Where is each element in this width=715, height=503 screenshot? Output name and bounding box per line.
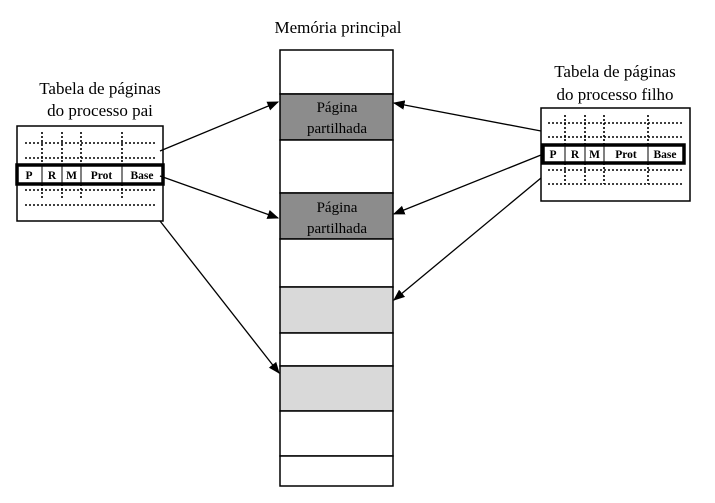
memory-frame-5	[279, 238, 394, 288]
memory-frame-parent-private	[279, 365, 394, 412]
parent-field-r: R	[48, 170, 57, 182]
parent-page-table	[15, 125, 165, 222]
child-field-r: R	[571, 149, 580, 161]
parent-field-p: P	[25, 170, 32, 182]
child-table-title-line2: do processo filho	[556, 85, 673, 104]
main-memory	[279, 49, 394, 487]
arrow-parent-to-shared-1	[159, 101, 280, 152]
child-field-m: M	[589, 149, 600, 161]
parent-table-entry-row	[15, 163, 165, 186]
parent-table-title-line1: Tabela de páginas	[39, 79, 161, 98]
shared-page-1-line2: partilhada	[307, 121, 367, 137]
arrow-child-to-shared-2	[392, 154, 542, 215]
memory-frame-9	[279, 410, 394, 457]
child-table-entry-row	[541, 143, 686, 165]
arrow-parent-to-private	[159, 220, 280, 374]
memory-frame-7	[279, 332, 394, 367]
parent-field-m: M	[66, 170, 77, 182]
arrow-child-to-shared-1	[392, 100, 542, 132]
memory-title: Memória principal	[275, 18, 402, 37]
arrow-child-to-private	[393, 177, 542, 301]
child-field-base: Base	[654, 149, 677, 161]
parent-field-prot: Prot	[91, 170, 113, 182]
child-page-table	[540, 107, 691, 202]
memory-frame-10	[279, 455, 394, 487]
memory-frame-3	[279, 139, 394, 194]
memory-frame-child-private	[279, 286, 394, 334]
shared-page-2-line2: partilhada	[307, 221, 367, 237]
memory-frame-1	[279, 49, 394, 95]
arrow-parent-to-shared-2	[159, 175, 280, 219]
parent-table-title-line2: do processo pai	[47, 101, 153, 120]
memory-frame-shared-1	[279, 93, 394, 141]
shared-page-2-line1: Página	[317, 200, 358, 216]
parent-field-base: Base	[131, 170, 154, 182]
child-field-p: P	[549, 149, 556, 161]
child-field-prot: Prot	[615, 149, 637, 161]
child-table-title-line1: Tabela de páginas	[554, 62, 676, 81]
shared-page-1-line1: Página	[317, 100, 358, 116]
memory-frame-shared-2	[279, 192, 394, 240]
